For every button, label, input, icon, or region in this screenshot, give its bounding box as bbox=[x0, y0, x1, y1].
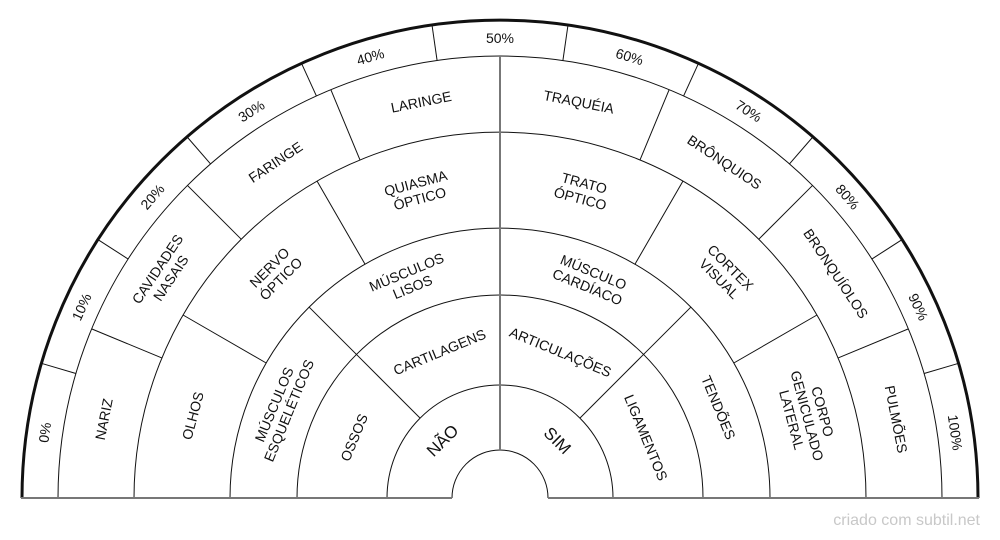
ring-3-label: CORTEXVISUAL bbox=[693, 241, 757, 305]
label-line: 80% bbox=[832, 181, 862, 213]
percent-scale-label: 70% bbox=[733, 97, 765, 126]
ring-3-label: CORPOGENICULADOLATERAL bbox=[772, 365, 842, 467]
percent-scale-label: 30% bbox=[235, 97, 267, 126]
ring-arc bbox=[451, 449, 549, 499]
label-line: PULMÕES bbox=[882, 384, 911, 454]
ring-4-label: TRAQUÉIA bbox=[542, 87, 616, 117]
label-line: BRÔNQUIOS bbox=[684, 132, 764, 193]
ring-4-label: BRÔNQUIOS bbox=[684, 132, 764, 193]
segment-divider bbox=[923, 362, 959, 374]
segment-divider bbox=[871, 239, 903, 260]
segment-divider bbox=[182, 314, 267, 364]
label-line: 0% bbox=[35, 421, 54, 443]
percent-scale-label: 10% bbox=[68, 291, 94, 323]
percent-scale-label: 20% bbox=[137, 181, 167, 213]
segment-divider bbox=[330, 89, 361, 161]
label-line: FARINGE bbox=[246, 138, 306, 185]
ring-3-label: TRATOÓPTICO bbox=[552, 168, 612, 213]
segment-divider bbox=[187, 185, 242, 240]
segment-divider bbox=[643, 306, 692, 355]
ring-1-label: LIGAMENTOS bbox=[621, 392, 671, 483]
ring-4-label: CAVIDADESNASAIS bbox=[129, 231, 200, 315]
answer-label: SIM bbox=[540, 423, 575, 458]
percent-scale-label: 60% bbox=[614, 45, 645, 68]
segment-divider bbox=[579, 354, 644, 419]
ring-1-label: OSSOS bbox=[337, 411, 371, 463]
segment-divider bbox=[316, 180, 366, 265]
label-line: LARINGE bbox=[389, 88, 452, 116]
segment-divider bbox=[562, 24, 569, 61]
segment-divider bbox=[634, 180, 684, 265]
ring-4-label: NARIZ bbox=[92, 397, 116, 442]
segment-divider bbox=[683, 62, 700, 97]
segment-divider bbox=[97, 239, 129, 260]
segment-divider bbox=[789, 136, 814, 165]
ring-arc bbox=[20, 18, 980, 499]
ring-2-label: TENDÕES bbox=[698, 373, 739, 442]
segment-divider bbox=[837, 328, 909, 359]
label-line: LIGAMENTOS bbox=[621, 392, 671, 483]
label-line: OLHOS bbox=[179, 390, 207, 441]
percent-scale-label: 90% bbox=[905, 291, 931, 323]
label-line: 30% bbox=[235, 97, 267, 126]
footer-credit: criado com subtil.net bbox=[833, 512, 980, 529]
label-line: OSSOS bbox=[337, 411, 371, 463]
label-line: SIM bbox=[540, 423, 575, 458]
ring-1-label: ARTICULAÇÕES bbox=[507, 324, 614, 380]
segment-divider bbox=[300, 62, 317, 97]
ring-4-label: PULMÕES bbox=[882, 384, 911, 454]
answer-label: NÃO bbox=[423, 421, 462, 460]
label-line: TRAQUÉIA bbox=[542, 87, 616, 117]
label-line: 70% bbox=[733, 97, 765, 126]
label-line: 10% bbox=[68, 291, 94, 323]
label-line: 40% bbox=[355, 45, 386, 68]
ring-3-label: OLHOS bbox=[179, 390, 207, 441]
percent-scale-label: 50% bbox=[486, 30, 514, 46]
label-line: NÃO bbox=[423, 421, 462, 460]
label-line: 60% bbox=[614, 45, 645, 68]
label-line: BRONQUÍOLOS bbox=[800, 226, 871, 322]
label-line: ARTICULAÇÕES bbox=[507, 324, 614, 380]
segment-divider bbox=[91, 328, 163, 359]
percent-scale-label: 100% bbox=[945, 414, 966, 452]
ring-2-label: MÚSCULOSLISOS bbox=[367, 250, 453, 310]
label-line: 50% bbox=[486, 30, 514, 46]
segment-divider bbox=[733, 314, 818, 364]
label-line: CARTILAGENS bbox=[391, 326, 488, 378]
ring-3-label: QUIASMAÓPTICO bbox=[382, 167, 453, 215]
ring-2-label: MÚSCULOSESQUELÉTICOS bbox=[246, 351, 317, 464]
label-line: 20% bbox=[137, 181, 167, 213]
segment-divider bbox=[758, 185, 813, 240]
label-line: 100% bbox=[945, 414, 966, 452]
label-line: TENDÕES bbox=[698, 373, 739, 442]
segment-divider bbox=[356, 354, 421, 419]
ring-1-label: CARTILAGENS bbox=[391, 326, 488, 378]
segment-divider bbox=[41, 362, 77, 374]
ring-4-label: FARINGE bbox=[246, 138, 306, 185]
ring-2-label: MÚSCULOCARDÍACO bbox=[550, 251, 631, 309]
ring-4-label: LARINGE bbox=[389, 88, 452, 116]
segment-divider bbox=[308, 306, 357, 355]
percent-scale-label: 0% bbox=[35, 421, 54, 443]
segment-divider bbox=[431, 24, 438, 61]
label-line: NARIZ bbox=[92, 397, 116, 442]
ring-4-label: BRONQUÍOLOS bbox=[800, 226, 871, 322]
segment-divider bbox=[639, 89, 670, 161]
percent-scale-label: 80% bbox=[832, 181, 862, 213]
percent-scale-label: 40% bbox=[355, 45, 386, 68]
segment-divider bbox=[186, 136, 211, 165]
label-line: 90% bbox=[905, 291, 931, 323]
ring-3-label: NERVOÓPTICO bbox=[245, 243, 306, 304]
